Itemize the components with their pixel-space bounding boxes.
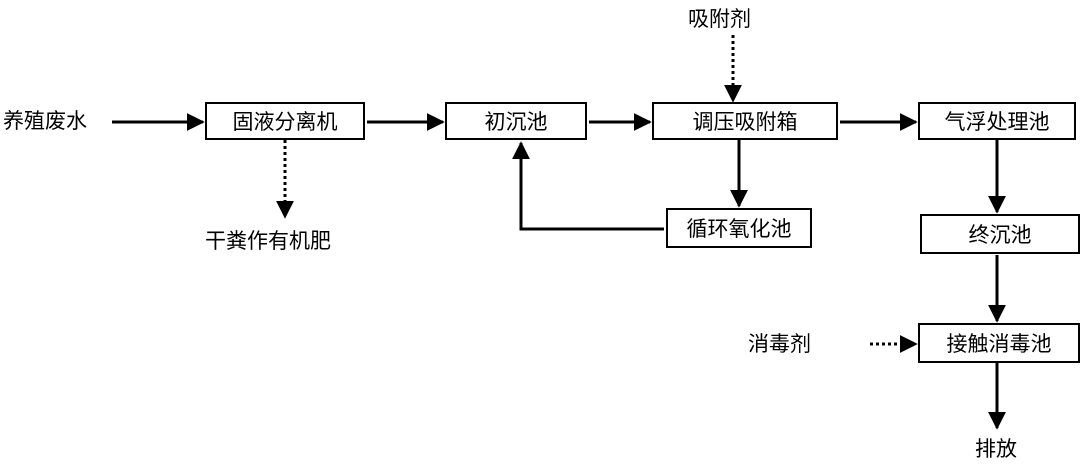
label-dry-manure: 干粪作有机肥 [205,229,331,253]
box-primary-sedimentation: 初沉池 [445,102,587,140]
box-solid-liquid-separator: 固液分离机 [205,102,365,140]
label-wastewater: 养殖废水 [3,109,87,133]
label-discharge: 排放 [975,437,1017,461]
label-disinfectant: 消毒剂 [748,332,811,356]
box-final-sedimentation: 终沉池 [920,214,1080,254]
arrow-oxidation-to-primary [512,141,664,231]
label-adsorbent: 吸附剂 [688,7,751,31]
box-regulating-adsorption-tank: 调压吸附箱 [652,102,838,140]
box-contact-disinfection: 接触消毒池 [918,323,1080,363]
box-circulating-oxidation: 循环氧化池 [666,208,812,248]
box-air-flotation: 气浮处理池 [918,102,1076,140]
